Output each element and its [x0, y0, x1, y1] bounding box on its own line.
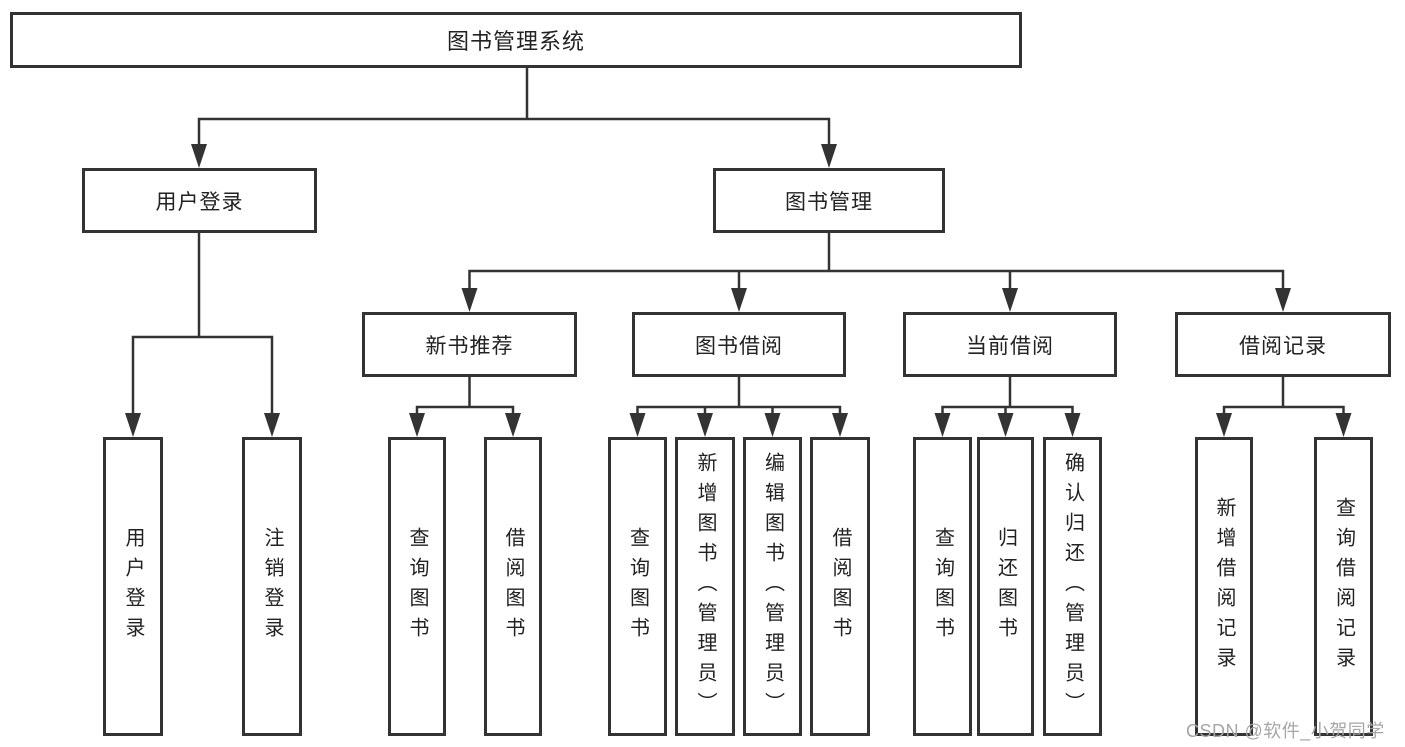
arrowhead [997, 413, 1014, 437]
node-library-management-system: 图书管理系统 [10, 12, 1022, 68]
watermark: CSDN @软件_小贺同学 [1186, 721, 1385, 741]
node-book-management: 图书管理 [713, 168, 945, 233]
leaf-query-books-borrowing: 查询图书 [608, 437, 667, 736]
connector-current-borrowing-to-leaves [941, 375, 1074, 418]
arrowhead [1335, 413, 1352, 437]
arrowhead [409, 413, 425, 437]
leaf-confirm-return-admin: 确认归还（管理员） [1043, 437, 1102, 736]
connector-new-book-to-leaves [415, 375, 515, 418]
arrowhead [505, 413, 521, 437]
arrowhead [629, 413, 646, 437]
node-user-login: 用户登录 [82, 168, 317, 233]
connector-user-login-to-leaves [131, 231, 274, 417]
arrowhead [264, 413, 280, 437]
arrowhead [697, 413, 713, 437]
node-book-borrowing: 图书借阅 [632, 312, 846, 377]
arrowhead [1002, 288, 1018, 312]
connector-root-to-level2 [197, 66, 831, 148]
connector-borrowing-records-to-leaves [1222, 375, 1345, 418]
node-new-book-recommendation: 新书推荐 [362, 312, 577, 377]
leaf-user-login: 用户登录 [103, 437, 163, 736]
arrowhead [125, 413, 141, 437]
leaf-borrow-books: 借阅图书 [810, 437, 870, 736]
arrowhead [764, 413, 781, 437]
leaf-query-books-current: 查询图书 [913, 437, 972, 736]
leaf-borrow-books-recommend: 借阅图书 [484, 437, 542, 736]
arrowhead [191, 144, 207, 168]
leaf-query-borrowing-record: 查询借阅记录 [1314, 437, 1373, 736]
leaf-add-borrowing-record: 新增借阅记录 [1195, 437, 1253, 736]
leaf-add-books-admin: 新增图书（管理员） [675, 437, 735, 736]
arrowhead [461, 288, 478, 312]
leaf-query-books-recommend: 查询图书 [388, 437, 446, 736]
arrowheads [125, 144, 1352, 437]
arrowhead [934, 413, 951, 437]
leaf-logout: 注销登录 [242, 437, 302, 736]
arrowhead [731, 288, 747, 312]
connector-book-borrowing-to-leaves [636, 375, 842, 418]
node-current-borrowing: 当前借阅 [903, 312, 1117, 377]
connector-book-management-to-level3 [468, 231, 1285, 292]
arrowhead [821, 144, 837, 168]
node-borrowing-records: 借阅记录 [1175, 312, 1391, 377]
arrowhead [1216, 413, 1232, 437]
leaf-edit-books-admin: 编辑图书（管理员） [743, 437, 802, 736]
leaf-return-books: 归还图书 [977, 437, 1034, 736]
arrowhead [1275, 288, 1291, 312]
arrowhead [1064, 413, 1081, 437]
arrowhead [832, 413, 848, 437]
